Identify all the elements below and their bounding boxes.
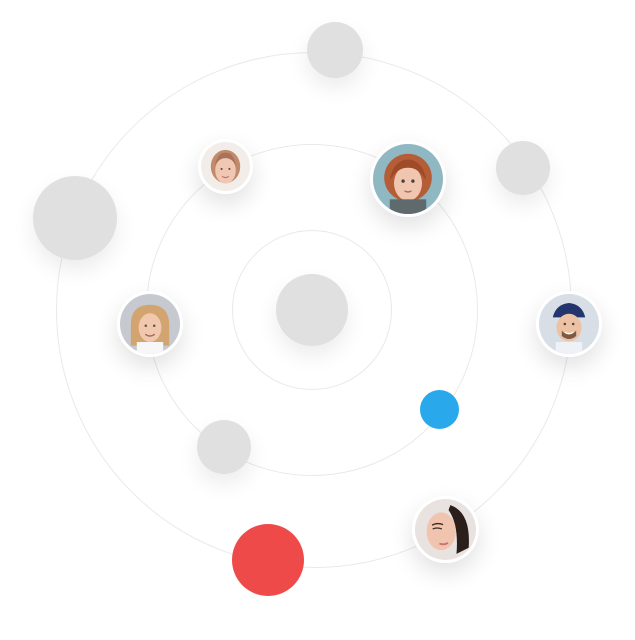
top-node [307, 22, 363, 78]
inner-orbit-ring [232, 230, 392, 390]
avatar-bottom-right [412, 496, 479, 563]
doctor-portrait-icon [539, 294, 599, 354]
left-large-node [33, 176, 117, 260]
woman-portrait-icon [373, 144, 443, 214]
avatar-top-right [370, 141, 446, 217]
woman-portrait-icon [120, 294, 180, 354]
avatar-top-left [198, 139, 253, 194]
blue-dot [420, 390, 459, 429]
right-node [496, 141, 550, 195]
woman-portrait-icon [415, 499, 476, 560]
avatar-right [536, 291, 602, 357]
center-node [276, 274, 348, 346]
red-dot [232, 524, 304, 596]
lower-left-node [197, 420, 251, 474]
woman-portrait-icon [201, 142, 250, 191]
avatar-left [117, 291, 183, 357]
